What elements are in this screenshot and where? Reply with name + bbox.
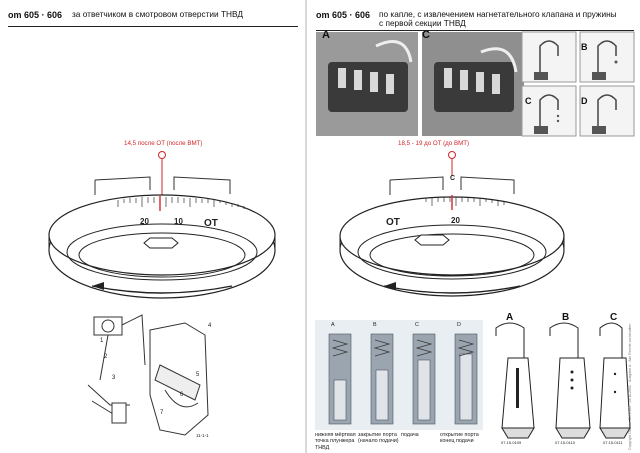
left-part-label-3: 3 xyxy=(112,375,116,381)
stage-letter-d: D xyxy=(457,322,461,328)
left-mark-label: 14,5 после OT (после ВМТ) xyxy=(124,140,203,147)
drip-test-drawings xyxy=(495,322,631,439)
small-photo-letter-b: B xyxy=(581,42,588,52)
left-scale-20: 20 xyxy=(140,217,149,226)
left-part-label-2: 2 xyxy=(104,354,108,360)
left-timing-dial xyxy=(48,151,276,299)
right-timing-dial xyxy=(339,151,565,297)
photo-letter-c: C xyxy=(422,29,430,41)
left-tester-sketch xyxy=(87,314,209,436)
right-page-title-2: с первой секции ТНВД xyxy=(379,18,466,28)
drip-letter-b: B xyxy=(562,312,570,323)
photo-letter-a: A xyxy=(322,29,330,41)
stage-caption-c: подача xyxy=(401,432,419,438)
left-part-label-7: 7 xyxy=(160,410,164,416)
right-mark-label: 18,5 - 19 до OT (до ВМТ) xyxy=(398,140,470,147)
left-part-label-5: 5 xyxy=(196,372,200,378)
stage-caption-a: нижняя мёртвая точка плунжера ТНВД xyxy=(315,432,356,451)
plunger-stages xyxy=(315,320,483,430)
right-page: om 605 · 606 по капле, с извлечением наг… xyxy=(308,0,640,453)
copyright-sidebar: Copyright Daimler-Benz AG · 29.11.2002 ·… xyxy=(628,323,632,450)
page-gutter xyxy=(305,0,307,453)
left-header-rule xyxy=(8,26,298,27)
drip-letter-c: C xyxy=(610,312,618,323)
left-page: om 605 · 606 за ответчиком в смотровом о… xyxy=(0,0,306,453)
drip-ref-b: 07.15-0110 xyxy=(555,440,575,445)
right-small-photos xyxy=(521,31,635,137)
stage-letter-a: A xyxy=(331,322,335,328)
left-scale-ot: OT xyxy=(204,218,218,229)
stage-caption-d: открытие порта конец подачи xyxy=(440,432,479,445)
left-page-title: за ответчиком в смотровом отверстии ТНВД xyxy=(72,9,244,19)
small-photo-letter-c: C xyxy=(525,96,532,106)
right-scale-ot: OT xyxy=(386,217,400,228)
stage-letter-b: B xyxy=(373,322,377,328)
left-part-label-4: 4 xyxy=(208,323,212,329)
right-photos-ac xyxy=(316,32,524,136)
right-page-code: om 605 · 606 xyxy=(316,10,371,20)
left-part-ref: 11-1-1 xyxy=(196,433,209,438)
right-mark-letter: C xyxy=(450,175,456,182)
left-scale-10: 10 xyxy=(174,217,183,226)
stage-letter-c: C xyxy=(415,322,419,328)
small-photo-letter-d: D xyxy=(581,96,588,106)
drip-ref-c: 07.15-0111 xyxy=(603,440,623,445)
left-part-label-6: 6 xyxy=(180,392,184,398)
left-page-code: om 605 · 606 xyxy=(8,10,63,20)
right-page-title-1: по капле, с извлечением нагнетательного … xyxy=(379,9,617,19)
left-part-label-1: 1 xyxy=(100,338,104,344)
stage-caption-b: закрытие порта (начало подачи) xyxy=(358,432,399,445)
right-scale-20: 20 xyxy=(451,216,460,225)
drip-letter-a: A xyxy=(506,312,514,323)
drip-ref-a: 07.15-0109 xyxy=(501,440,522,445)
right-header-rule xyxy=(316,30,634,31)
